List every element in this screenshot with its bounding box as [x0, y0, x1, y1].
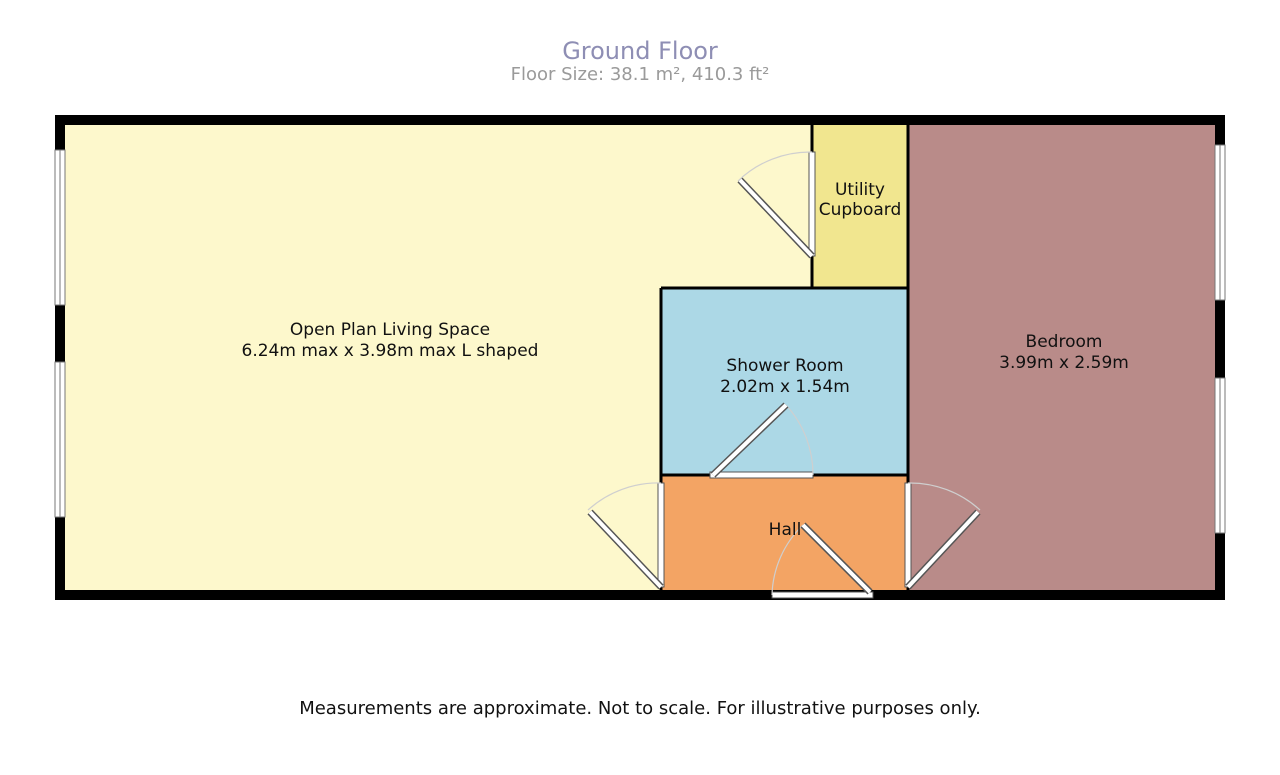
shower-size: 2.02m x 1.54m [720, 377, 850, 397]
doors [587, 151, 981, 599]
room-hall [661, 475, 908, 595]
bedroom-name: Bedroom [1026, 332, 1103, 352]
windows [54, 144, 1226, 534]
room-utility [812, 120, 908, 288]
door-shower [709, 402, 814, 479]
door-entrance [771, 522, 874, 599]
hall-name: Hall [769, 520, 802, 540]
utility-name-line2: Cupboard [819, 200, 902, 220]
exterior-wall [55, 115, 1225, 600]
living-size: 6.24m max x 3.98m max L shaped [242, 341, 539, 361]
door-living [587, 482, 665, 590]
door-bedroom [904, 482, 981, 590]
disclaimer: Measurements are approximate. Not to sca… [299, 698, 981, 719]
living-name: Open Plan Living Space [290, 320, 490, 340]
room-shower [661, 288, 908, 475]
room-bedroom [908, 120, 1220, 595]
door-utility [737, 151, 816, 259]
utility-name-line1: Utility [835, 180, 885, 200]
shower-name: Shower Room [726, 356, 843, 376]
bedroom-size: 3.99m x 2.59m [999, 353, 1129, 373]
floor-title: Ground Floor [562, 37, 718, 65]
floor-size: Floor Size: 38.1 m², 410.3 ft² [510, 64, 770, 85]
